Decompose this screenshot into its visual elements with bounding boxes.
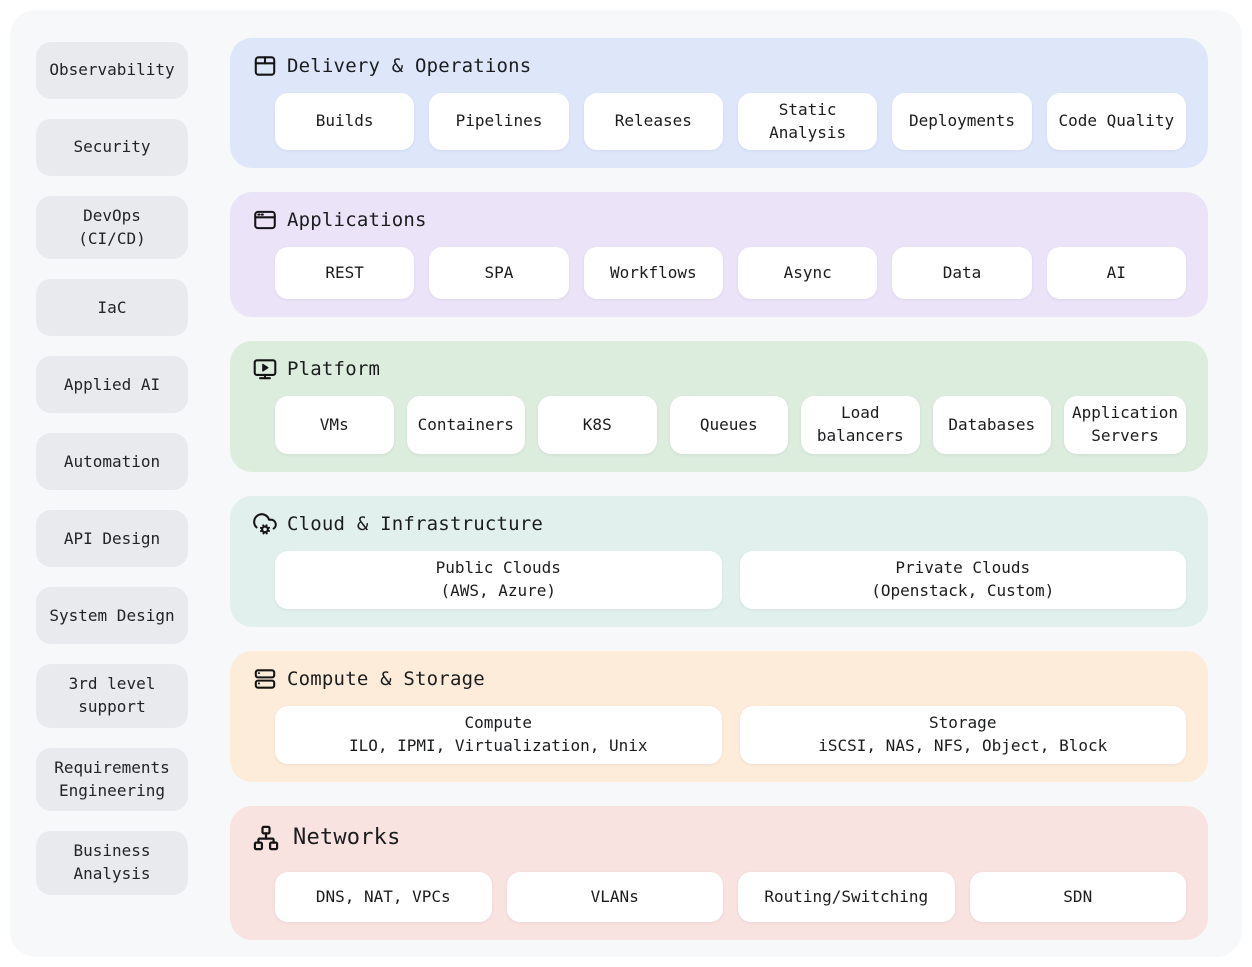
band-header: Cloud & Infrastructure <box>252 511 1186 537</box>
chip-spa: SPA <box>429 247 569 300</box>
chip-workflows: Workflows <box>583 247 723 300</box>
diagram-panel: Observability Security DevOps (CI/CD) Ia… <box>10 10 1242 957</box>
chip-dns-nat-vpcs: DNS, NAT, VPCs <box>275 871 492 922</box>
band-header: Delivery & Operations <box>252 53 1186 79</box>
cloud-gear-icon <box>252 511 278 537</box>
sidebar-item-automation: Automation <box>36 433 188 491</box>
band-compute-storage: Compute & Storage Compute ILO, IPMI, Vir… <box>230 650 1208 782</box>
chip-row: REST SPA Workflows Async Data AI <box>275 247 1186 300</box>
sidebar-item-system-design: System Design <box>36 587 188 645</box>
chip-compute: Compute ILO, IPMI, Virtualization, Unix <box>275 705 722 764</box>
sidebar-item-requirements-engineering: Requirements Engineering <box>36 747 188 812</box>
chip-releases: Releases <box>583 93 723 151</box>
chip-row: Public Clouds (AWS, Azure) Private Cloud… <box>275 550 1186 609</box>
chip-routing-switching: Routing/Switching <box>738 871 955 922</box>
chip-vlans: VLANs <box>506 871 723 922</box>
band-title: Networks <box>293 825 401 851</box>
browser-window-icon <box>252 207 278 233</box>
chip-rest: REST <box>275 247 415 300</box>
chip-sdn: SDN <box>969 871 1186 922</box>
chip-static-analysis: Static Analysis <box>737 93 878 151</box>
sidebar-item-business-analysis: Business Analysis <box>36 831 188 895</box>
package-icon <box>252 53 278 79</box>
sidebar-item-security: Security <box>36 119 188 176</box>
chip-row: Compute ILO, IPMI, Virtualization, Unix … <box>275 705 1186 764</box>
chip-ai: AI <box>1046 247 1186 300</box>
chip-containers: Containers <box>406 396 525 454</box>
band-header: Platform <box>252 356 1186 382</box>
chip-row: DNS, NAT, VPCs VLANs Routing/Switching S… <box>275 871 1186 922</box>
band-applications: Applications REST SPA Workflows Async Da… <box>230 192 1208 318</box>
chip-builds: Builds <box>275 93 415 151</box>
sidebar-item-applied-ai: Applied AI <box>36 356 188 414</box>
chip-async: Async <box>737 247 878 300</box>
chip-k8s: K8S <box>538 396 657 454</box>
sidebar-item-iac: IaC <box>36 279 188 337</box>
chip-application-servers: Application Servers <box>1064 396 1186 454</box>
chip-public-clouds: Public Clouds (AWS, Azure) <box>275 550 722 609</box>
monitor-play-icon <box>252 356 278 382</box>
band-title: Applications <box>287 209 427 232</box>
chip-queues: Queues <box>669 396 788 454</box>
sidebar-item-observability: Observability <box>36 42 188 99</box>
chip-code-quality: Code Quality <box>1046 93 1186 151</box>
band-header: Networks <box>252 824 1186 852</box>
band-networks: Networks DNS, NAT, VPCs VLANs Routing/Sw… <box>230 805 1208 940</box>
sidebar-item-3rd-level-support: 3rd level support <box>36 664 188 728</box>
chip-row: VMs Containers K8S Queues Load balancers… <box>275 396 1186 454</box>
chip-row: Builds Pipelines Releases Static Analysi… <box>275 93 1186 151</box>
band-title: Cloud & Infrastructure <box>287 512 544 535</box>
band-platform: Platform VMs Containers K8S Queues Load … <box>230 341 1208 472</box>
server-stack-icon <box>252 666 278 692</box>
band-title: Platform <box>287 358 381 381</box>
chip-private-clouds: Private Clouds (Openstack, Custom) <box>739 550 1186 609</box>
chip-deployments: Deployments <box>892 93 1032 151</box>
band-cloud-infrastructure: Cloud & Infrastructure Public Clouds (AW… <box>230 495 1208 627</box>
chip-pipelines: Pipelines <box>429 93 569 151</box>
chip-databases: Databases <box>932 396 1051 454</box>
band-title: Delivery & Operations <box>287 55 532 77</box>
band-header: Applications <box>252 207 1186 233</box>
band-header: Compute & Storage <box>252 666 1186 692</box>
chip-load-balancers: Load balancers <box>801 396 920 454</box>
band-title: Compute & Storage <box>287 667 485 690</box>
cross-cutting-skills-sidebar: Observability Security DevOps (CI/CD) Ia… <box>36 42 188 957</box>
band-delivery-operations: Delivery & Operations Builds Pipelines R… <box>230 38 1208 169</box>
sidebar-item-api-design: API Design <box>36 510 188 568</box>
stack-bands: Delivery & Operations Builds Pipelines R… <box>230 38 1208 957</box>
chip-vms: VMs <box>275 396 394 454</box>
sidebar-item-devops: DevOps (CI/CD) <box>36 196 188 260</box>
chip-storage: Storage iSCSI, NAS, NFS, Object, Block <box>739 705 1186 764</box>
network-tree-icon <box>252 824 280 852</box>
chip-data: Data <box>892 247 1032 300</box>
